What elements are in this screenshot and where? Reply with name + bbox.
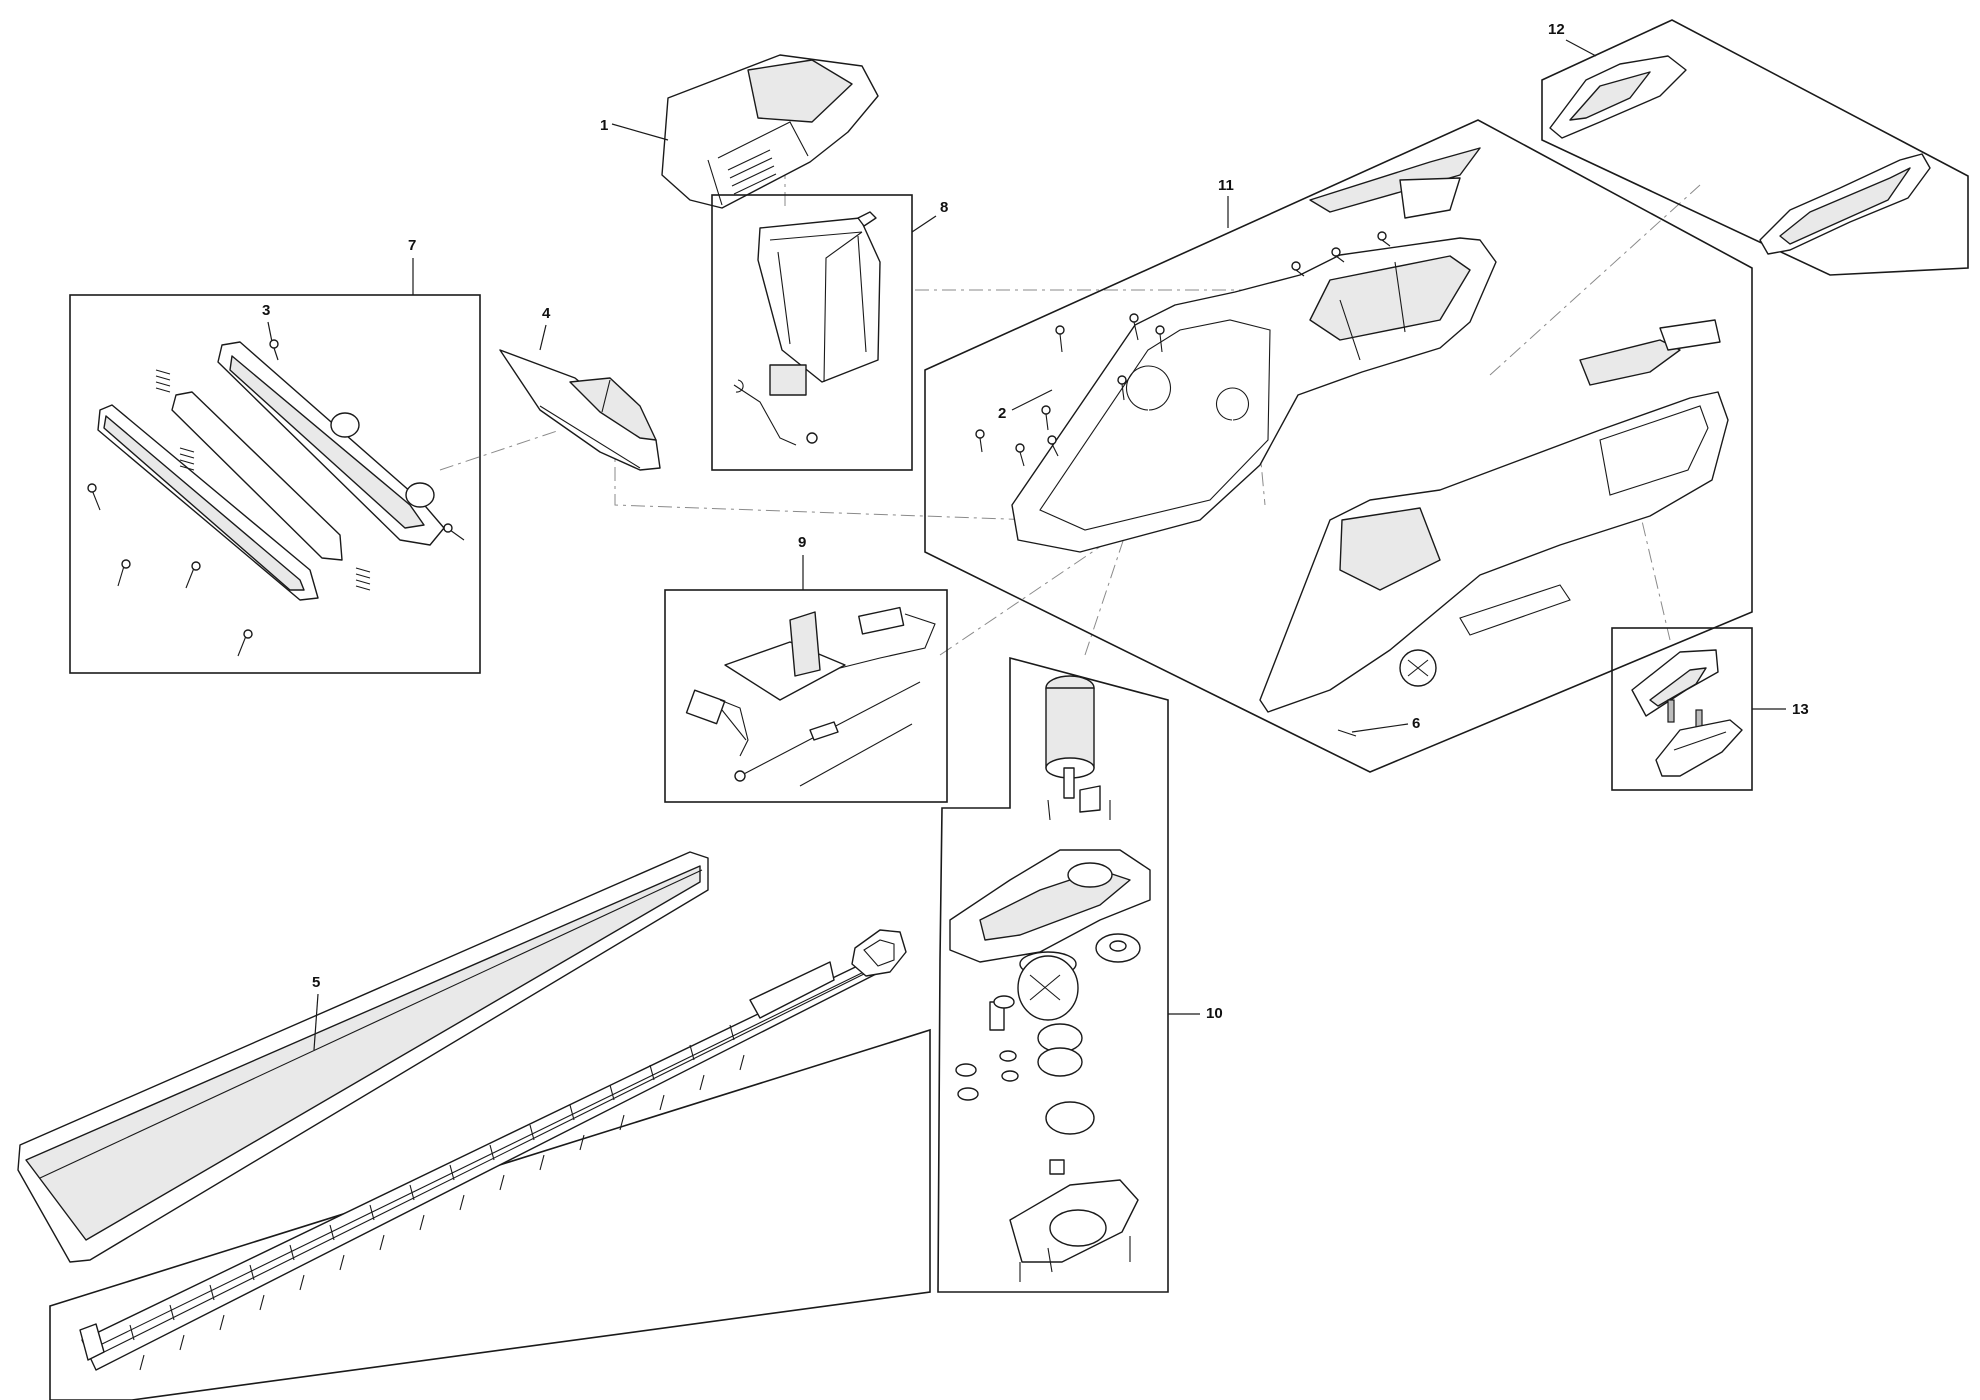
svg-text:9: 9: [798, 534, 806, 551]
part-7-handle-assembly: [97, 341, 445, 601]
part-12-side-covers: [1549, 55, 1931, 255]
callout-7: 7: [408, 237, 416, 295]
part-13-lock-buttons: [1631, 649, 1743, 777]
part-11-housing-left: [1011, 237, 1497, 553]
svg-text:12: 12: [1548, 21, 1565, 38]
callout-2: 2: [998, 389, 1053, 422]
callout-6: 6: [1337, 715, 1420, 737]
svg-text:10: 10: [1206, 1005, 1223, 1022]
part-7-screws: [87, 483, 465, 657]
svg-text:1: 1: [600, 117, 608, 134]
frame-11: [924, 119, 1753, 773]
callout-11: 11: [1218, 177, 1234, 228]
svg-text:2: 2: [998, 405, 1006, 422]
callout-12: 12: [1548, 21, 1597, 57]
part-1-battery-cover: [661, 54, 879, 209]
svg-text:11: 11: [1218, 177, 1234, 194]
part-8-battery-box: [733, 211, 881, 446]
svg-text:3: 3: [262, 302, 270, 319]
frame-8: [711, 194, 913, 471]
callout-4: 4: [539, 305, 551, 351]
part-10-gearbox: [949, 675, 1151, 1282]
frame-7: [69, 294, 481, 674]
svg-text:7: 7: [408, 237, 416, 254]
svg-text:6: 6: [1412, 715, 1420, 732]
part-9-switch-board: [685, 606, 936, 787]
callout-5: 5: [312, 974, 320, 1051]
callout-9: 9: [798, 534, 806, 590]
callout-1: 1: [600, 117, 669, 141]
svg-text:5: 5: [312, 974, 320, 991]
callout-3: 3: [262, 302, 279, 361]
frame-10: [937, 656, 1169, 1293]
frame-12: [1541, 19, 1969, 276]
svg-text:8: 8: [940, 199, 948, 216]
part-7-springs: [155, 369, 371, 591]
part-11-housing-right: [1259, 319, 1729, 713]
callout-10: 10: [1168, 1005, 1223, 1022]
part-11-screws: [975, 231, 1391, 467]
callout-13: 13: [1752, 701, 1809, 718]
part-5-cutter-blade: [49, 929, 931, 1400]
svg-text:4: 4: [542, 305, 551, 322]
part-5-blade-guard: [17, 851, 709, 1263]
part-11-trigger-covers: [1309, 147, 1481, 219]
frame-9: [664, 589, 948, 803]
svg-text:13: 13: [1792, 701, 1809, 718]
callout-8: 8: [911, 199, 948, 233]
part-4-hand-guard: [499, 349, 661, 471]
